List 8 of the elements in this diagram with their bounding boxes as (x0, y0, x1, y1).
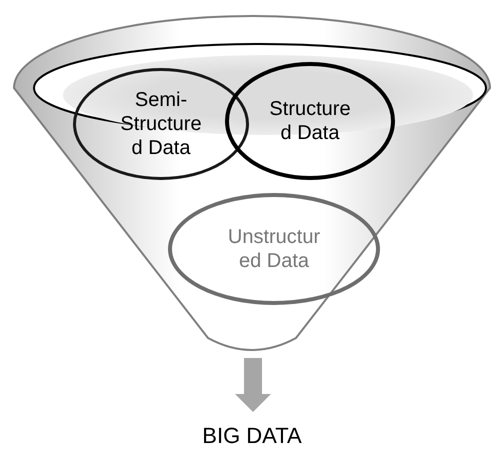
node-label: Unstructured Data (226, 225, 322, 273)
node-label: Semi-Structured Data (119, 88, 203, 160)
block-arrow (235, 358, 271, 412)
node-label: BIG DATA (202, 422, 302, 450)
ellipse-node (168, 193, 380, 305)
node-label: Structured Data (268, 97, 352, 145)
ellipse-node (73, 68, 249, 180)
ellipse-node (225, 62, 395, 180)
